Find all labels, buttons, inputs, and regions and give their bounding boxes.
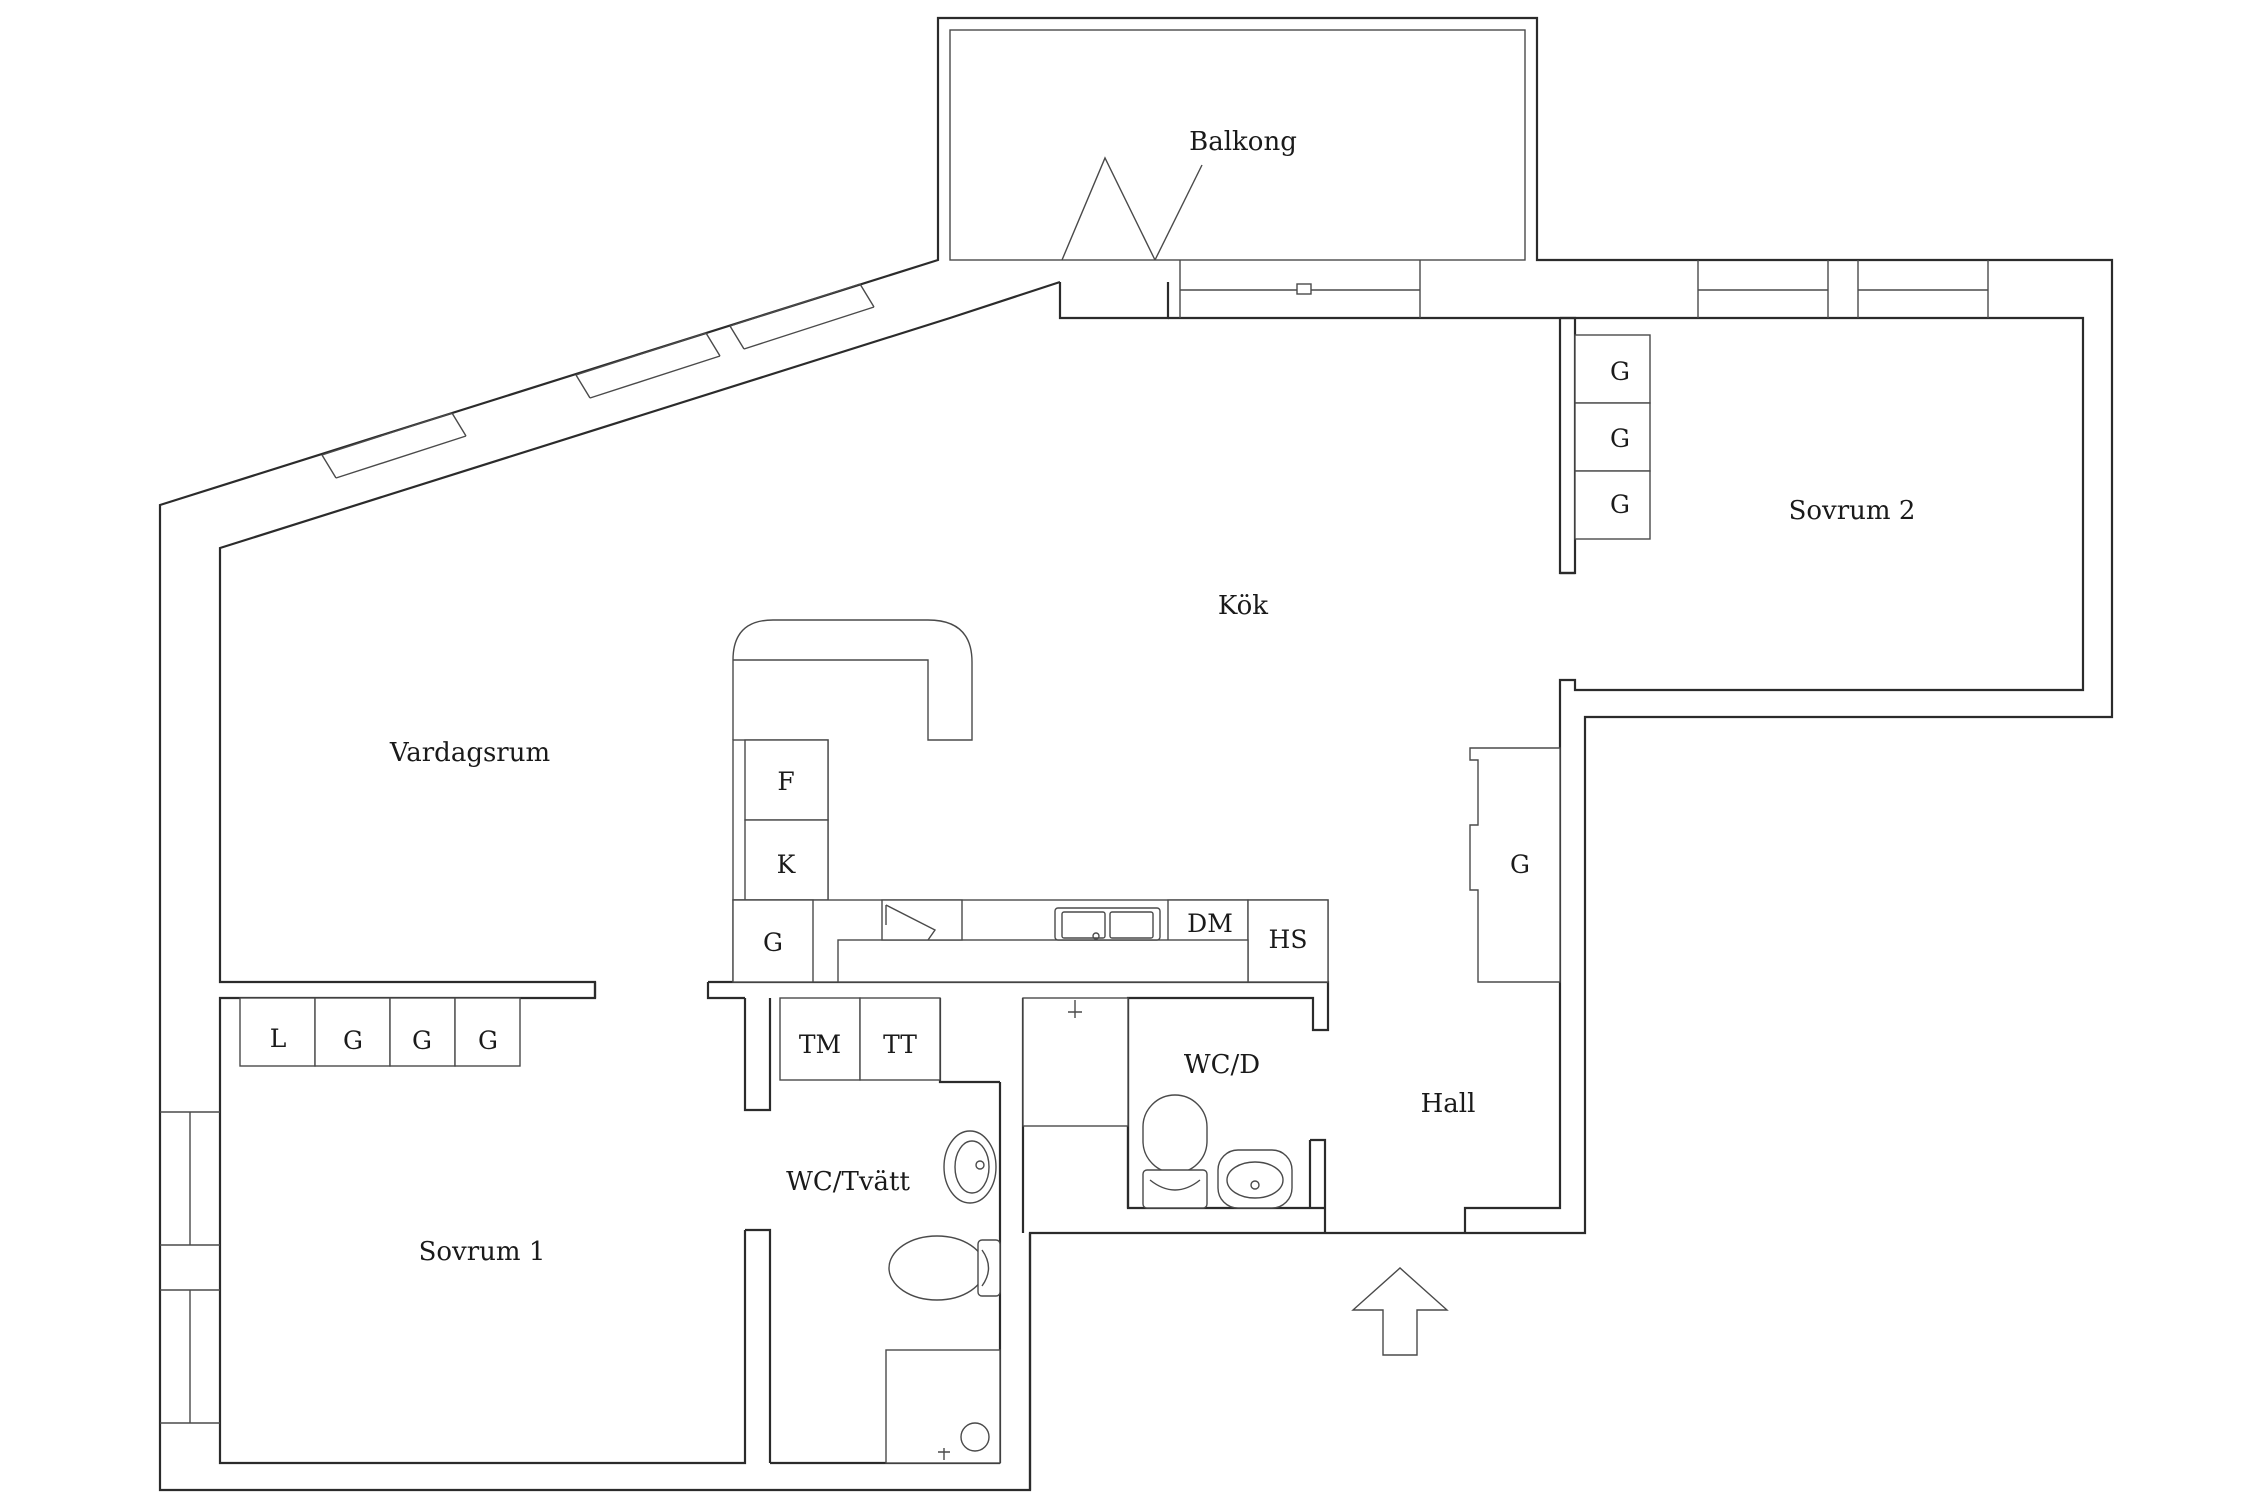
wcd-basin [1217,1149,1293,1209]
exterior-walls [158,16,2114,1492]
code-sovrum2-g1: G [1610,357,1630,386]
room-label-hall: Hall [1421,1089,1476,1119]
room-label-kok: Kök [1218,591,1268,621]
kitchen-sink [1054,907,1161,941]
kitchen-fixtures [732,619,1329,983]
bedroom1-east-wall-upper [743,998,772,1112]
window-n-3 [1857,260,1989,318]
laundry-basin-drain [975,1160,985,1170]
sovrum2-wardrobe-3 [1574,470,1651,540]
code-sovrum1-l: L [270,1024,287,1053]
code-kitchen-k: K [777,850,797,879]
sovrum1-wardrobes [239,997,521,1067]
wcd-shower-area [1022,997,1129,1127]
window-handle [1296,283,1312,295]
code-kitchen-hs: HS [1269,925,1308,954]
sovrum2-west-wall [1558,318,1575,575]
inner-wall-line-3 [1168,316,1577,575]
laundry-toilet-bowl [888,1235,986,1301]
wcd-shower-mixer [1068,1000,1082,1018]
code-laundry-tt: TT [883,1030,917,1059]
wcd-door-stub [1308,1138,1327,1233]
stove-detail [885,904,937,941]
code-kitchen-dm: DM [1187,909,1233,938]
room-label-balkong: Balkong [1189,127,1297,157]
shower-tray [885,1349,1001,1464]
code-sovrum1-g3: G [478,1026,498,1055]
laundry-basin [943,1130,997,1204]
code-kitchen-g: G [763,928,783,957]
room-label-vardagsrum: Vardagsrum [389,738,550,768]
code-sovrum1-g2: G [412,1026,432,1055]
windows [160,260,1989,1424]
shower-drain [960,1422,990,1452]
window-nw-2 [575,332,721,399]
wcd-basin-drain [1250,1180,1260,1190]
balcony-rail [949,29,1526,261]
entrance-arrow [1351,1267,1449,1356]
room-label-wc-tvatt: WC/Tvätt [786,1167,910,1197]
code-laundry-tm: TM [799,1030,841,1059]
balcony-label-leader [1154,164,1203,261]
window-nw-3 [729,283,875,350]
balcony-door-leaf [1061,156,1156,261]
sovrum2-wardrobe-2 [1574,402,1651,472]
laundry-fixtures [779,997,1001,1464]
wcd-basin-inner [1226,1161,1284,1199]
laundry-north-wall [938,998,1000,1084]
inner-wall-line-2 [1058,282,1170,320]
wcd-toilet-tank [1142,1169,1208,1209]
room-label-sovrum1: Sovrum 1 [419,1237,546,1267]
wcd-fixtures [1022,997,1293,1209]
hall-wardrobe-box [1469,747,1561,983]
wardrobe-g2 [389,997,456,1067]
sovrum2-wardrobe-1 [1574,334,1651,404]
room-label-sovrum2: Sovrum 2 [1789,496,1916,526]
hall-wardrobe [1469,747,1561,983]
window-w-1 [160,1111,220,1246]
wardrobe-g3 [454,997,521,1067]
fixture-codes: F K G DM HS L G G G TM TT G G G G [270,357,1630,1059]
code-sovrum2-g2: G [1610,424,1630,453]
fridge-cabinet [744,739,829,821]
room-labels: Balkong Kök Sovrum 2 Vardagsrum Sovrum 1… [389,127,1916,1267]
outer-wall-line [158,16,2114,1492]
tumble-dryer [859,997,941,1081]
window-w-2 [160,1289,220,1424]
corridor-top-wall-2 [706,982,745,1000]
room-label-wc-d: WC/D [1184,1050,1260,1080]
laundry-basin-inner [954,1140,990,1194]
laundry-toilet-seat [981,1249,990,1287]
code-hall-g: G [1510,850,1530,879]
bedroom1-east-wall-lower [745,1228,772,1463]
kitchen-sink-basin-1 [1061,911,1106,939]
wardrobe-l [239,997,316,1067]
shower-mixer [938,1448,950,1460]
sovrum2-wardrobes [1574,334,1651,540]
kitchen-sink-drain [1092,932,1100,940]
balcony-door [1061,156,1203,261]
wardrobe-g1 [314,997,391,1067]
window-n-2 [1697,260,1829,318]
wcd-toilet-bowl [1142,1094,1208,1174]
kitchen-sink-basin-2 [1109,911,1154,939]
code-sovrum2-g3: G [1610,490,1630,519]
inner-wall-line-4 [1463,316,2085,1233]
kitchen-cabinet-g [732,899,814,983]
laundry-east-wall [998,1082,1032,1490]
kitchen-counter-rounded [732,619,973,741]
stove [881,899,963,941]
kitchen-island-front [837,939,1249,983]
code-kitchen-f: F [777,767,794,796]
window-nw-1 [321,412,467,479]
freezer-cabinet [744,819,829,901]
wcd-toilet-seat [1149,1179,1201,1191]
code-sovrum1-g1: G [343,1026,363,1055]
